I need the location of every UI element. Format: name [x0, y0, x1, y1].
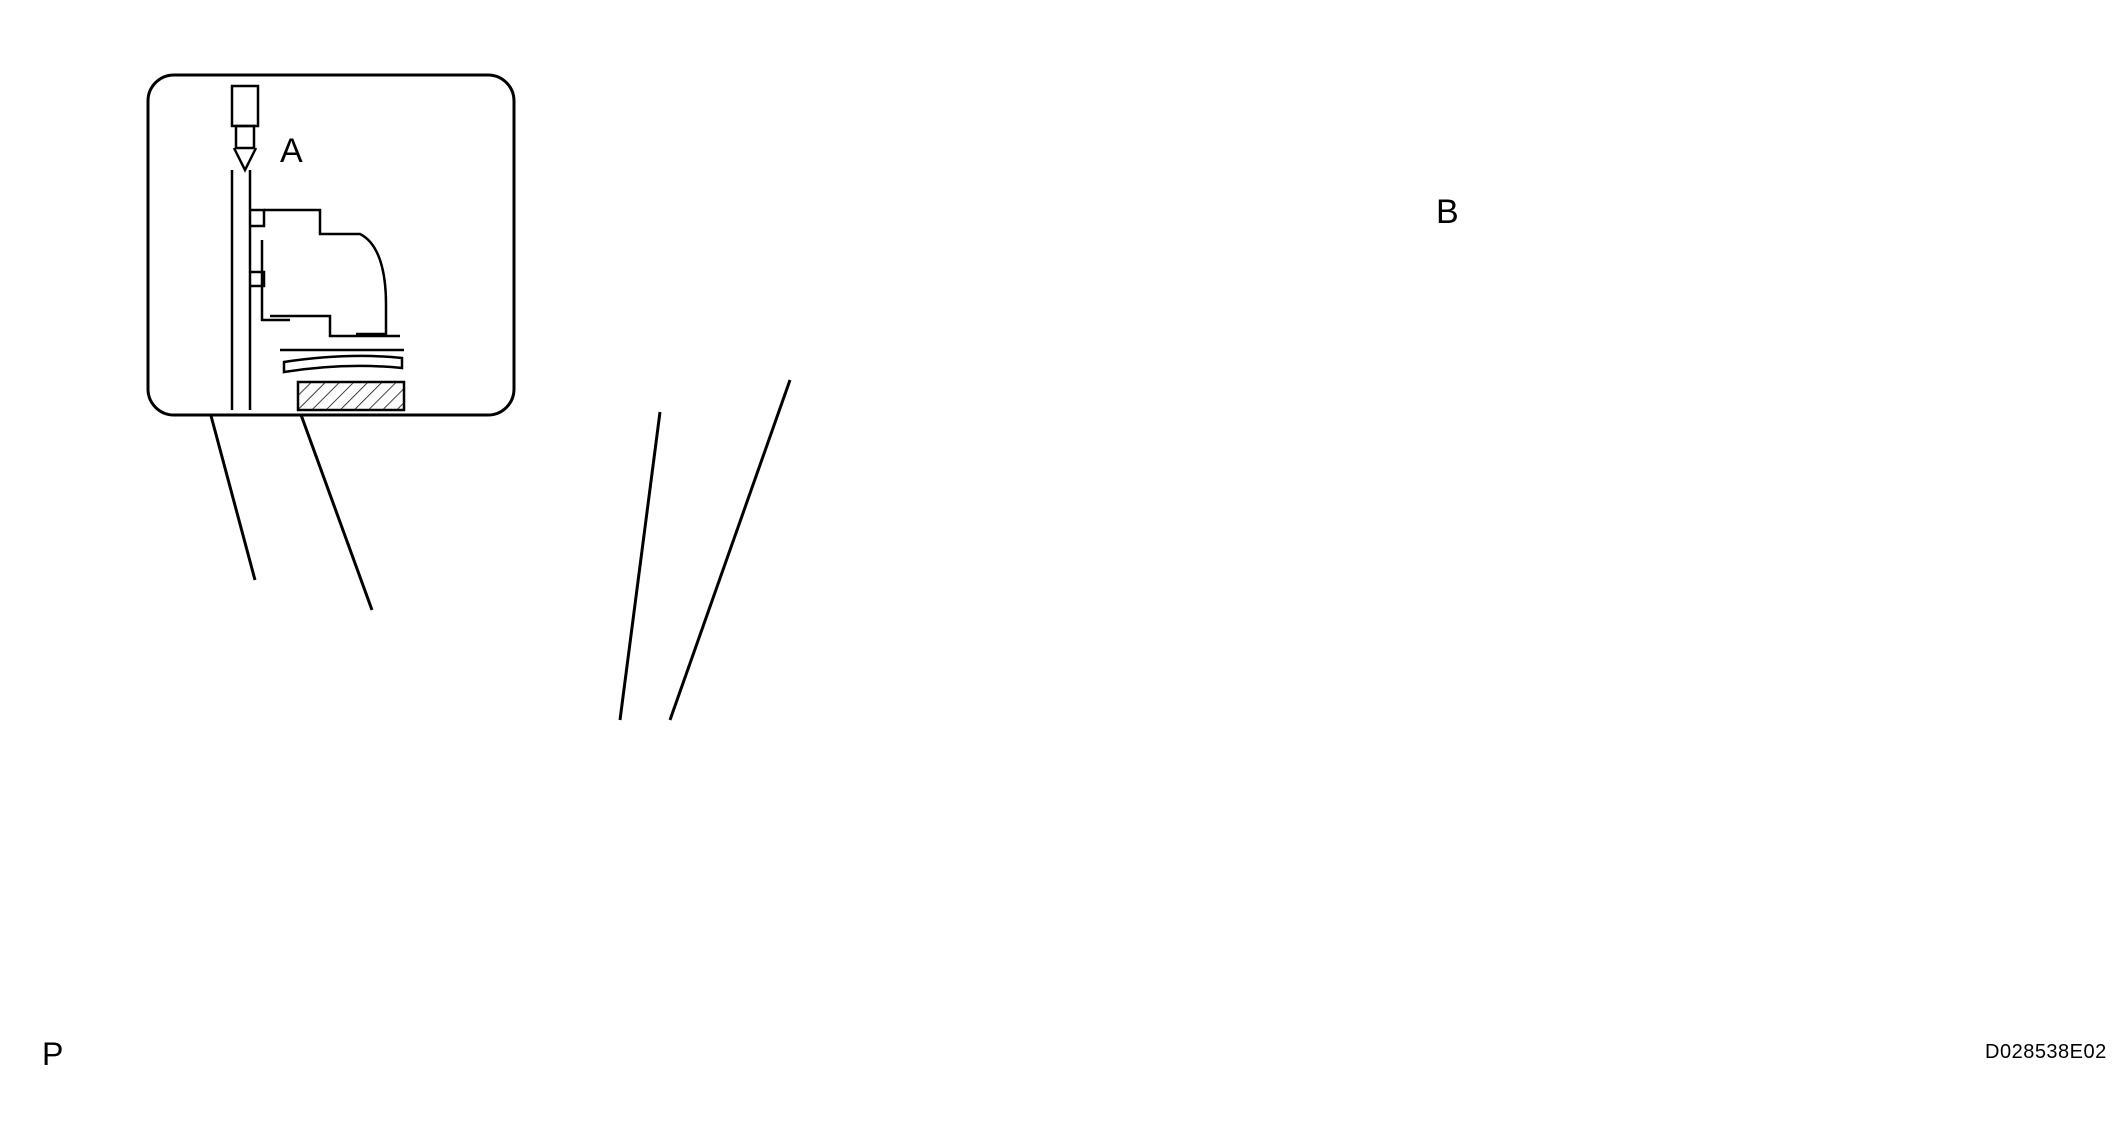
- figure-code: D028538E02: [1985, 1041, 2107, 1063]
- callout-label-a: A: [280, 132, 303, 170]
- callout-label-b: B: [1436, 193, 1459, 231]
- left-callout-pointer-lines: [208, 379, 792, 721]
- corner-letter: P: [42, 1036, 64, 1072]
- left-measurement-group: [146, 73, 792, 721]
- callout-box-a: [146, 73, 516, 417]
